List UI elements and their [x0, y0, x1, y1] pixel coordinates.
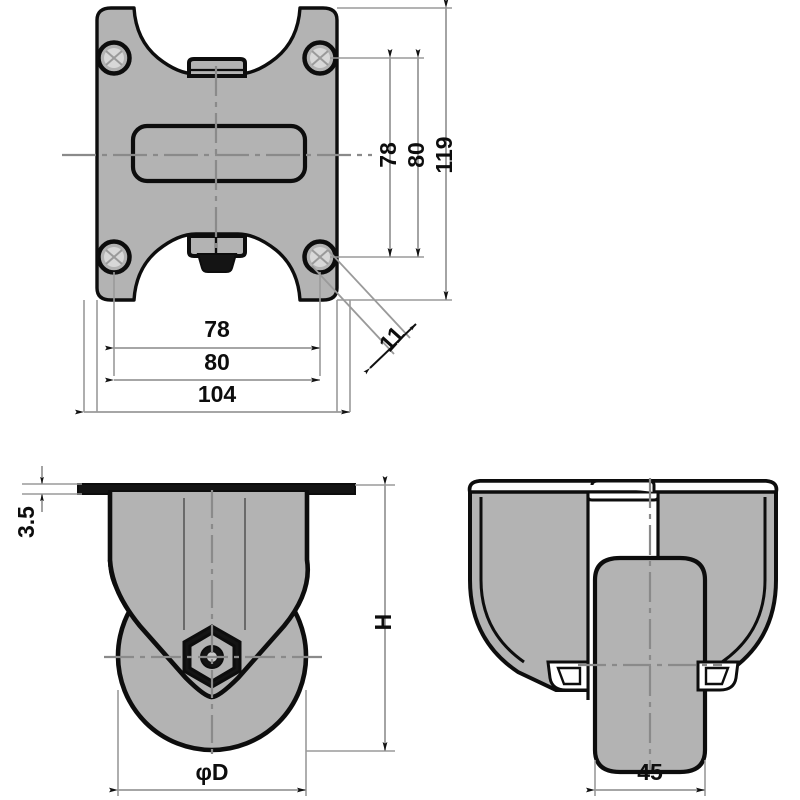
front-view-dimensions: 3.5 H φD: [13, 466, 396, 796]
top-view-dimensions: 119 80 78 78 80 104 11: [75, 0, 457, 415]
dim-label-119: 119: [431, 136, 457, 173]
top-plate-view: [62, 6, 372, 302]
dim-label-78-horizontal: 78: [204, 316, 230, 342]
side-top-notch: [586, 490, 660, 502]
bolt-hole-bottom-left: [96, 239, 132, 275]
dimline-11: [363, 323, 417, 375]
bolt-hole-top-right: [302, 40, 338, 76]
center-slot: [130, 123, 308, 184]
dim-label-80-horizontal: 80: [204, 349, 230, 375]
side-top-notch-curve: [590, 479, 656, 492]
dim-label-35: 3.5: [13, 506, 39, 538]
dim-label-45: 45: [637, 759, 663, 785]
dim-label-78-vertical: 78: [375, 142, 401, 168]
bottom-axle-boss: [196, 253, 238, 273]
dim-label-H: H: [370, 614, 396, 631]
side-inner-shell: [479, 497, 767, 664]
front-elevation-view: [77, 483, 356, 760]
dim-label-phiD: φD: [195, 759, 228, 785]
side-elevation-view: [467, 478, 779, 775]
side-view-dimensions: 45: [586, 759, 706, 796]
dim-label-104: 104: [198, 381, 237, 407]
side-clip-left: [556, 666, 582, 686]
leader-11-upper: [327, 249, 411, 339]
bolt-hole-top-left: [96, 40, 132, 76]
dim-label-11: 11: [374, 321, 410, 357]
side-clip-right: [704, 666, 730, 686]
dim-label-80-vertical: 80: [403, 142, 429, 168]
